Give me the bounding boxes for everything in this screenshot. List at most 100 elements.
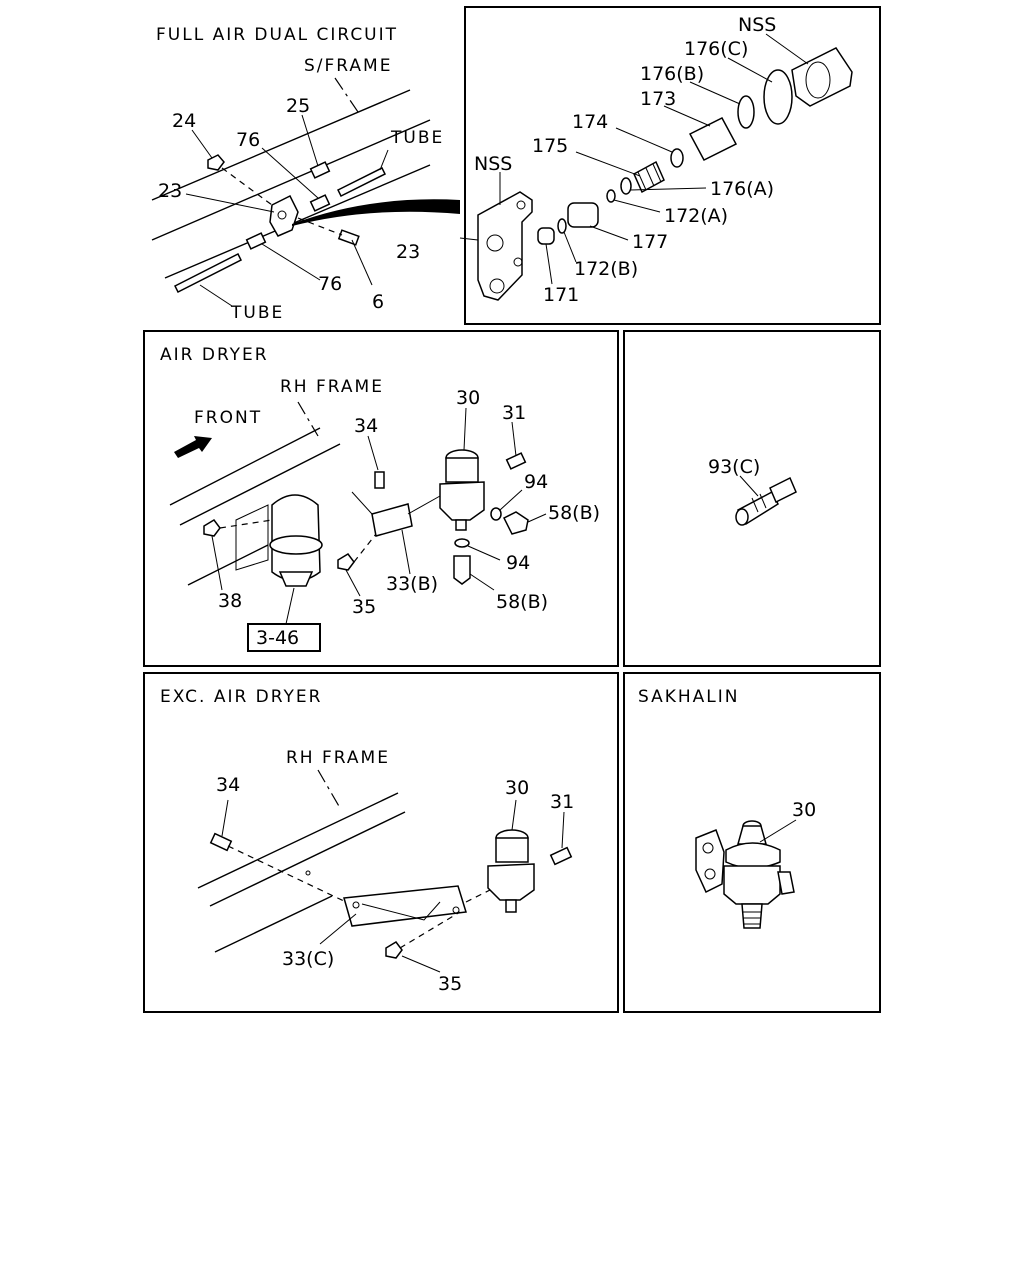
- fitting-25: [309, 161, 331, 179]
- fitting-panel: 93(C): [623, 330, 881, 667]
- leader-76b: [261, 243, 321, 281]
- leader-172a: [613, 199, 661, 213]
- callout-177: 177: [632, 231, 668, 253]
- bracket-33c: [343, 885, 467, 927]
- exc-bolt-31: [549, 846, 573, 866]
- oring-176a: [620, 177, 632, 195]
- leader-31-ad: [511, 421, 517, 457]
- callout-94-lower: 94: [506, 552, 530, 574]
- ad-frame-rail-bottom: [187, 544, 269, 586]
- sak-mount-bracket: [695, 829, 725, 894]
- bracket-arm: [351, 491, 373, 515]
- callout-58b-lower: 58(B): [496, 591, 548, 613]
- leader-23-detail: [459, 237, 479, 241]
- valve-30-dome: [445, 457, 479, 483]
- bracket-to-valve: [407, 495, 441, 515]
- exc-frame-rail-lower: [209, 811, 406, 907]
- fitting-76-lower: [245, 232, 267, 250]
- cap-nss: [791, 47, 853, 107]
- valve-port: [277, 210, 287, 220]
- leader-58b-lower: [469, 573, 495, 591]
- callout-31-ad: 31: [502, 402, 526, 424]
- callout-76-lower: 76: [318, 273, 342, 295]
- washer-94-lower: [454, 538, 470, 548]
- callout-nss-top: NSS: [738, 14, 776, 36]
- sak-bracket-hole-1: [702, 842, 714, 854]
- nut-35: [337, 553, 355, 571]
- callout-38: 38: [218, 590, 242, 612]
- valve-body-nss: [477, 191, 533, 301]
- tube-label-bottom: TUBE: [230, 303, 284, 323]
- front-label: FRONT: [194, 408, 262, 428]
- spring-coil-2: [645, 167, 655, 187]
- leader-176b: [689, 81, 741, 105]
- callout-76-upper: 76: [236, 129, 260, 151]
- bracket-hole-2: [452, 906, 460, 914]
- valve-30-body: [439, 481, 485, 521]
- leader-174: [615, 127, 673, 153]
- leader-30-ad: [463, 407, 467, 451]
- exc-air-dryer-panel: EXC. AIR DRYER RH FRAME 34 30 31: [143, 672, 619, 1013]
- leader-172b: [563, 231, 577, 263]
- air-dryer-rh-frame-label: RH FRAME: [280, 377, 384, 397]
- callout-23: 23: [158, 180, 182, 202]
- leader-ref-box: [285, 587, 295, 625]
- leader-33b: [401, 529, 411, 575]
- sleeve-173: [688, 117, 738, 161]
- leader-23: [185, 193, 275, 213]
- washer-94-upper: [490, 507, 502, 521]
- frame-rail-lower: [164, 164, 431, 279]
- exc-rh-frame-label: RH FRAME: [286, 748, 390, 768]
- callout-33b: 33(B): [386, 573, 438, 595]
- guide-35-exc: [399, 911, 461, 949]
- full-air-dual-circuit-panel: FULL AIR DUAL CIRCUIT S/FRAME TUBE TUBE: [151, 25, 460, 323]
- bolt-34: [374, 471, 385, 489]
- leader-34-ad: [367, 435, 379, 471]
- callout-174: 174: [572, 111, 608, 133]
- front-arrow-icon: [174, 436, 212, 458]
- fitting-93c-hex-2: [759, 493, 767, 509]
- callout-31-exc: 31: [550, 791, 574, 813]
- leader-176c: [727, 57, 773, 83]
- frame-rail-upper: [151, 89, 411, 201]
- frame-hole: [305, 870, 311, 876]
- callout-34-ad: 34: [354, 415, 378, 437]
- exc-valve-30-stem: [505, 899, 517, 913]
- tube-upper-leader: [379, 149, 389, 171]
- spring-coil-1: [637, 171, 647, 191]
- fitting-58b-upper: [502, 511, 529, 535]
- fitting-panel-frame: [623, 330, 881, 667]
- callout-30-exc: 30: [505, 777, 529, 799]
- leader-171: [545, 243, 553, 285]
- leader-6: [351, 239, 373, 286]
- s-frame-label: S/FRAME: [304, 56, 392, 76]
- leader-93c: [739, 475, 759, 497]
- exc-air-dryer-title: EXC. AIR DRYER: [160, 687, 322, 707]
- air-dryer-panel-frame: [143, 330, 619, 667]
- valve-body-port-lower: [489, 278, 505, 294]
- callout-173: 173: [640, 88, 676, 110]
- callout-34-exc: 34: [216, 774, 240, 796]
- leader-30-sak: [759, 819, 797, 843]
- tube-lower: [173, 252, 243, 294]
- valve-body-mount-hole: [516, 200, 526, 210]
- valve-body-port-upper: [486, 234, 504, 252]
- sakhalin-panel-frame: [623, 672, 881, 1013]
- leader-nss-top: [765, 33, 809, 65]
- leader-24: [191, 129, 213, 159]
- bracket-hole-1: [352, 901, 360, 909]
- leader-35-ad: [345, 569, 361, 597]
- exc-frame-rail-upper: [197, 792, 399, 889]
- oring-172b: [557, 218, 567, 234]
- leader-58b-upper: [527, 513, 547, 523]
- oring-176c: [763, 69, 793, 125]
- washer-174: [670, 148, 684, 168]
- full-air-title: FULL AIR DUAL CIRCUIT: [156, 25, 398, 45]
- canister-bracket: [235, 504, 269, 571]
- ref-box: [247, 623, 321, 652]
- callout-176a: 176(A): [710, 178, 774, 200]
- leader-35-exc: [401, 955, 441, 973]
- exploded-valve-panel: NSS 176(C) 176(B) 173 174 175 NSS 176(A)…: [396, 6, 881, 325]
- callout-25: 25: [286, 95, 310, 117]
